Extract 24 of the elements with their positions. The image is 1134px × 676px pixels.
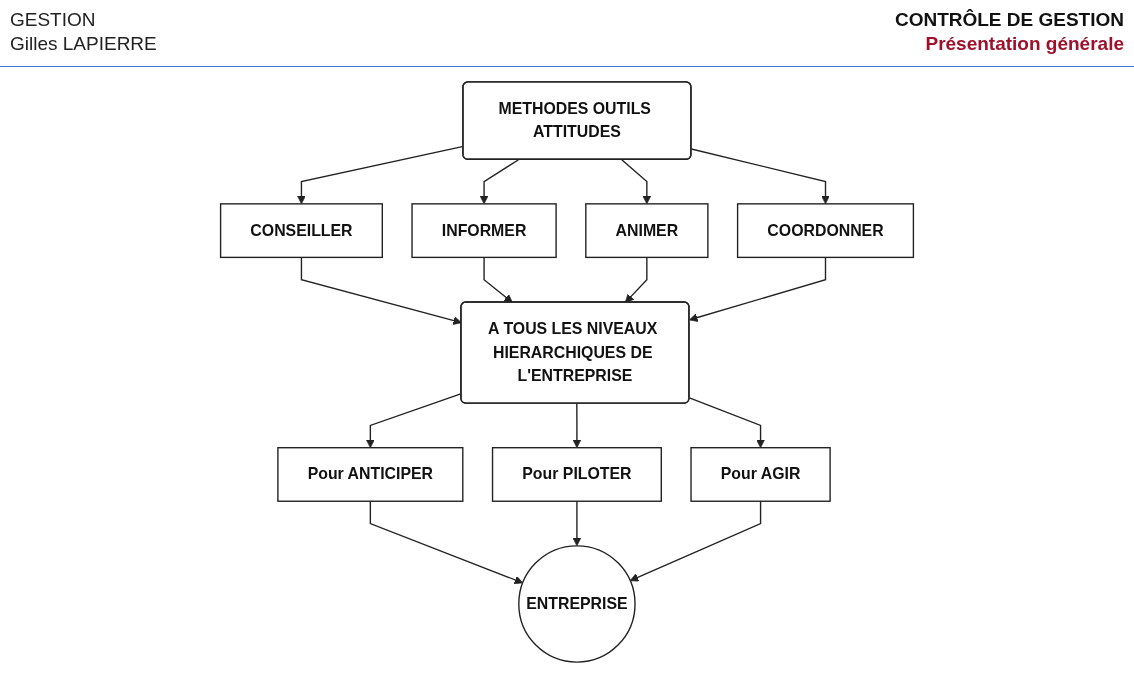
node-box <box>690 447 831 502</box>
node-box <box>411 203 557 259</box>
node-box <box>585 203 709 259</box>
arrow <box>624 256 648 303</box>
arrow <box>483 256 513 303</box>
arrow <box>621 159 652 205</box>
arrow <box>572 402 582 449</box>
arrow <box>369 500 524 585</box>
arrow <box>690 148 830 205</box>
node-box <box>491 447 662 502</box>
arrow <box>689 256 827 322</box>
node-box <box>736 203 915 259</box>
node-box <box>219 203 383 259</box>
flowchart: CONSEILLER INFORMER ANIMER COORDONNER METHODES OUTILS ATTITUDES A TOUS LES NIVEAUX HIERARCHIQUES DE L'ENTREPRISE Pour ANTICIPER Pour PILOTER Pour AGIR ENTREPRISE <box>7 74 1127 670</box>
subtitle: Présentation générale <box>924 32 1124 56</box>
title: CONTRÔLE DE GESTION <box>894 8 1124 32</box>
arrow <box>479 159 520 205</box>
arrow <box>572 500 582 547</box>
node-box <box>277 447 464 502</box>
arrow <box>688 397 765 449</box>
node-circle <box>518 545 636 663</box>
author-name: Gilles LAPIERRE <box>10 32 157 56</box>
header-text: GESTION <box>10 8 97 32</box>
arrow <box>629 500 762 582</box>
